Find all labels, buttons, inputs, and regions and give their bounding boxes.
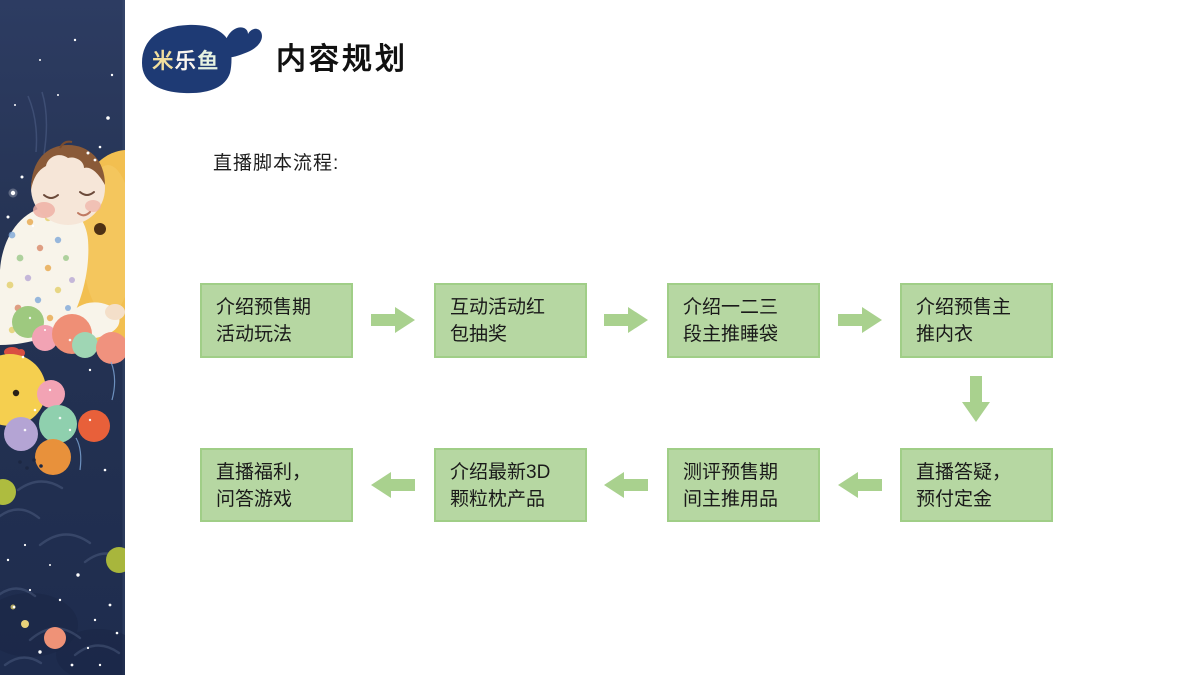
- flow-step-text: 活动玩法: [216, 324, 293, 345]
- flow-step-1: 介绍预售期 活动玩法: [200, 283, 353, 358]
- balloons-illustration: [0, 306, 125, 649]
- whale-tail: [223, 27, 262, 58]
- arrow-right-icon: [604, 307, 648, 333]
- flow-step-text: 问答游戏: [216, 489, 293, 510]
- flow-step-text: 直播答疑，: [916, 462, 1012, 483]
- flow-step-text: 预付定金: [916, 489, 993, 510]
- flow-step-3: 介绍一二三 段主推睡袋: [667, 283, 820, 358]
- flow-step-text: 颗粒枕产品: [450, 489, 546, 510]
- flow-step-text: 测评预售期: [683, 462, 779, 483]
- flow-step-text: 间主推用品: [683, 489, 779, 510]
- flow-step-6: 测评预售期 间主推用品: [667, 448, 820, 522]
- page-title: 内容规划: [276, 43, 408, 76]
- twig-decor: [27, 91, 48, 155]
- flow-step-text: 包抽奖: [450, 324, 508, 345]
- sidebar-illustration: [0, 0, 125, 675]
- whale-body: [142, 24, 232, 94]
- night-texture: [0, 480, 125, 675]
- arrow-down-icon: [962, 376, 990, 422]
- flow-step-7: 介绍最新3D 颗粒枕产品: [434, 448, 587, 522]
- flow-step-text: 介绍最新3D: [450, 462, 551, 483]
- flow-step-text: 介绍一二三: [683, 297, 779, 318]
- sleeping-child-illustration: [0, 140, 125, 345]
- arrow-right-icon: [371, 307, 415, 333]
- arrow-left-icon: [838, 472, 882, 498]
- arrow-right-icon: [838, 307, 882, 333]
- flow-step-4: 介绍预售主 推内衣: [900, 283, 1053, 358]
- flow-section-label: 直播脚本流程:: [213, 153, 340, 174]
- flow-step-5: 直播答疑， 预付定金: [900, 448, 1053, 522]
- flow-step-8: 直播福利， 问答游戏: [200, 448, 353, 522]
- flow-step-text: 介绍预售主: [916, 297, 1012, 318]
- brand-logo: 米乐鱼: [142, 24, 262, 94]
- stars: [6, 38, 119, 667]
- arrow-left-icon: [371, 472, 415, 498]
- arrow-left-icon: [604, 472, 648, 498]
- flow-step-2: 互动活动红 包抽奖: [434, 283, 587, 358]
- flow-step-text: 直播福利，: [216, 462, 312, 483]
- flow-step-text: 段主推睡袋: [683, 324, 779, 345]
- flow-step-text: 推内衣: [916, 324, 974, 345]
- flow-step-text: 互动活动红: [450, 297, 546, 318]
- flow-step-text: 介绍预售期: [216, 297, 312, 318]
- brand-logo-text: 米乐鱼: [152, 49, 220, 73]
